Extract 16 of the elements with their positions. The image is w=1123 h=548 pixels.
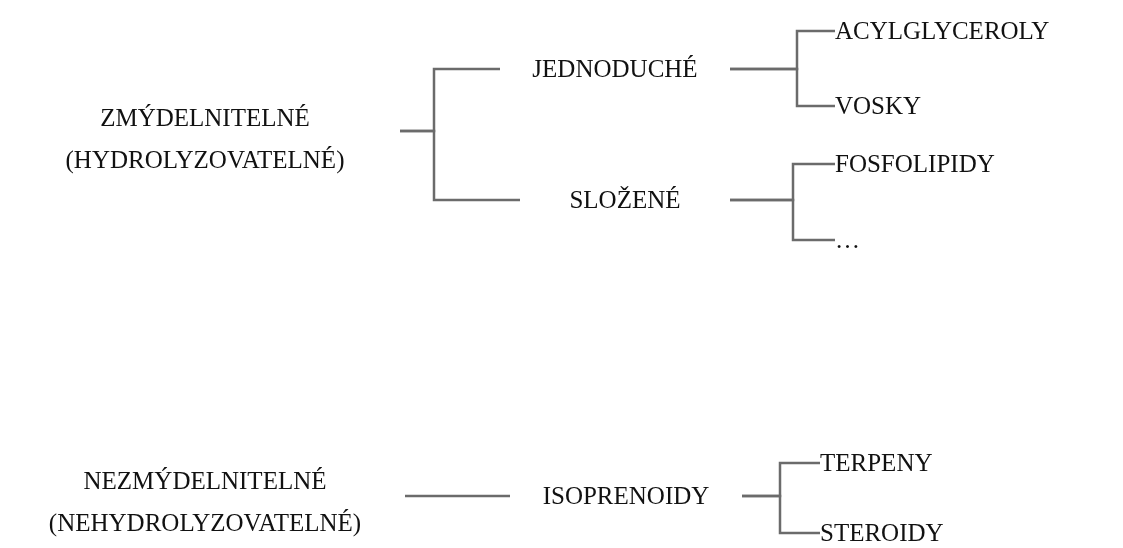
connector-line <box>730 67 835 108</box>
category-label: JEDNODUCHÉ <box>531 54 699 84</box>
category-label: STEROIDY <box>820 518 945 548</box>
category-label: NEZMÝDELNITELNÉ (NEHYDROLYZOVATELNÉ) <box>47 466 363 538</box>
connector-line <box>742 494 820 535</box>
connector-line <box>400 129 520 202</box>
category-label: ACYLGLYCEROLY <box>835 16 1051 46</box>
category-label: ISOPRENOIDY <box>541 481 711 511</box>
category-label: SLOŽENÉ <box>568 185 682 215</box>
category-label: FOSFOLIPIDY <box>835 149 996 179</box>
connector-line <box>405 494 510 498</box>
category-label: … <box>835 225 861 255</box>
connector-line <box>730 198 835 242</box>
category-label: ZMÝDELNITELNÉ (HYDROLYZOVATELNÉ) <box>64 103 346 176</box>
category-label: VOSKY <box>835 91 923 121</box>
category-label: TERPENY <box>820 448 934 478</box>
